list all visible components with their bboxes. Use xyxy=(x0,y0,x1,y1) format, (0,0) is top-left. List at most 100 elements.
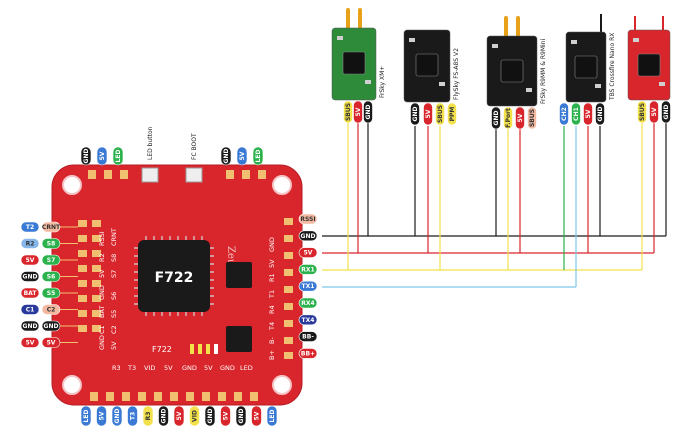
silk-text: R1 xyxy=(268,273,276,282)
right-pad-pill xyxy=(298,247,318,258)
bottom-pad-text: GND xyxy=(238,409,245,424)
bottom-pad-pill xyxy=(266,405,278,427)
silk-text: R2 xyxy=(98,253,106,262)
bottom-pad-pill xyxy=(127,405,138,427)
receiver-chip xyxy=(500,59,524,83)
left-pad-a-pill xyxy=(20,304,40,315)
silk-text: 5V xyxy=(110,341,118,350)
receiver-pin-text: F.Port xyxy=(505,108,512,128)
bottom-pad-text: LED xyxy=(269,410,276,423)
bottom-pad-pill xyxy=(158,405,169,427)
silk-text: T4 xyxy=(268,322,276,331)
right-pad: BB+ xyxy=(298,348,318,359)
top-pad-right: LED xyxy=(252,146,264,166)
right-pad-text: TX4 xyxy=(302,317,315,324)
top-pad-left-pill xyxy=(112,146,124,166)
receiver-pin-text: CH1 xyxy=(573,107,580,121)
receiver-pin: 5V xyxy=(583,102,593,126)
bottom-label: F722 xyxy=(152,345,172,354)
bottom-pad-pill xyxy=(220,405,231,427)
receiver-pin-text: SBUS xyxy=(529,109,536,127)
mount-hole-tl xyxy=(62,175,82,195)
bottom-pad: LED xyxy=(80,405,92,427)
top-pad-right-text: LED xyxy=(255,150,262,163)
bottom-pad-text: R3 xyxy=(145,412,152,421)
receiver-component xyxy=(492,44,498,48)
mcu-label: F722 xyxy=(155,270,194,286)
silk-text: T3 xyxy=(127,364,136,372)
left-pad-a: 5V xyxy=(20,254,40,266)
left-pad-b-text: GND xyxy=(44,323,59,330)
left-pad-a-text: R2 xyxy=(26,241,35,248)
receiver-pin: SBUS xyxy=(637,100,647,124)
silk-text: LED xyxy=(240,364,253,372)
fc-boot-label: FC BOOT xyxy=(191,133,198,160)
receiver-pin-pill xyxy=(503,106,513,130)
led-button-label: LED button xyxy=(147,126,154,160)
silk-text: S7 xyxy=(110,270,118,278)
left-pad-a: GND xyxy=(20,271,40,282)
board-pads-left xyxy=(78,220,101,332)
receiver-pin-pill xyxy=(410,102,420,126)
wires xyxy=(322,118,667,288)
receiver-pin-text: 5V xyxy=(651,107,658,116)
receiver-pin: CH2 xyxy=(559,102,569,126)
top-pad-left-pill xyxy=(80,146,92,166)
silk-right: GND 5V R1 T1 R4 T4 B- B+ xyxy=(268,237,276,360)
silk-text: B+ xyxy=(268,350,276,360)
right-pad: RX1 xyxy=(298,264,318,275)
silk-text: GND xyxy=(182,364,197,372)
top-pad-left-text: LED xyxy=(115,150,122,163)
receiver-pin: GND xyxy=(491,106,501,130)
right-pad-text: RX1 xyxy=(301,266,314,273)
antenna xyxy=(600,14,602,34)
silk-text: T1 xyxy=(268,290,276,299)
led-button[interactable] xyxy=(141,167,159,183)
receiver-pin-text: PPM xyxy=(449,107,456,122)
left-pad-b: S6 xyxy=(41,271,61,282)
receiver-pin: 5V xyxy=(515,106,525,130)
receiver-pin-pill xyxy=(423,102,433,126)
right-pad-pill xyxy=(298,213,318,225)
right-pad: RX4 xyxy=(298,297,318,309)
mcu-pins xyxy=(134,236,214,316)
receiver-pin-pill xyxy=(447,102,457,126)
receiver-component xyxy=(337,36,343,40)
receiver-pin-pill xyxy=(343,100,353,124)
mount-hole-tr xyxy=(272,175,292,195)
receiver-name: FrSky XM+ xyxy=(379,66,386,98)
bottom-pad: VID xyxy=(189,405,200,427)
board-pads-right xyxy=(284,218,293,359)
receiver-component xyxy=(526,88,532,92)
silk-text: GND xyxy=(98,335,106,350)
top-pad-left: 5V xyxy=(96,146,108,166)
silk-text: CRNT xyxy=(110,228,118,246)
left-pad-a-pill xyxy=(20,271,40,282)
antenna xyxy=(662,16,664,32)
bottom-pad-pill xyxy=(235,405,247,427)
silk-text: GND xyxy=(98,285,106,300)
silk-bottom: R3 T3 VID 5V GND 5V GND LED xyxy=(112,364,253,372)
fc-boot-button[interactable] xyxy=(185,167,203,183)
left-pad-a-text: GND xyxy=(23,323,38,330)
left-pad-b: C2 xyxy=(41,304,61,315)
bottom-pad: 5V xyxy=(173,405,185,427)
right-pad: TX4 xyxy=(298,314,318,326)
right-pad-pill xyxy=(298,264,318,275)
silk-left-col1: RSSI R2 5V GND BAT C1 GND xyxy=(98,231,106,350)
board-pads-top xyxy=(88,170,266,179)
receiver-pin-pill xyxy=(353,100,363,124)
top-pad-right-text: GND xyxy=(223,149,230,164)
left-pad-b: 5V xyxy=(41,337,61,348)
left-pad-a: C1 xyxy=(20,304,40,315)
bottom-pad-text: 5V xyxy=(176,411,183,420)
left-pad-a: GND xyxy=(20,320,40,332)
left-pad-a-pill xyxy=(20,254,40,266)
right-pad: TX1 xyxy=(298,280,318,292)
bottom-pad: GND xyxy=(158,405,169,427)
receiver-pin: PPM xyxy=(447,102,457,126)
bottom-pad-text: 5V xyxy=(99,411,106,420)
